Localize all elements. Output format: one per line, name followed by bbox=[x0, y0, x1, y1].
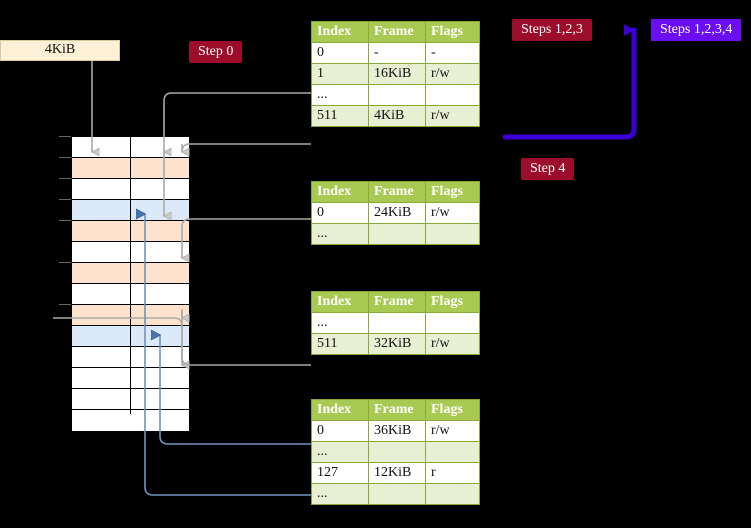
column-header-flags: Flags bbox=[425, 291, 480, 313]
memory-tick bbox=[59, 136, 71, 137]
steps123-badge: Steps 1,2,3 bbox=[512, 19, 592, 41]
table-row: ... bbox=[311, 84, 480, 106]
table-cell: 511 bbox=[311, 333, 369, 355]
table-cell: 0 bbox=[311, 420, 369, 442]
column-header-index: Index bbox=[311, 21, 369, 43]
table-cell: ... bbox=[311, 84, 369, 106]
memory-tick bbox=[59, 199, 71, 200]
step4-badge: Step 4 bbox=[521, 158, 575, 180]
memory-tick bbox=[59, 262, 71, 263]
physical-memory-block bbox=[71, 136, 190, 431]
table-row: 0-- bbox=[311, 42, 480, 64]
table-cell: 12KiB bbox=[368, 462, 426, 484]
table-cell: r/w bbox=[425, 333, 480, 355]
table-cell: 0 bbox=[311, 42, 369, 64]
table-cell bbox=[425, 441, 480, 463]
table-cell: 36KiB bbox=[368, 420, 426, 442]
connector-pd-to-mem-line bbox=[181, 312, 311, 366]
column-header-index: Index bbox=[311, 291, 369, 313]
table-cell bbox=[368, 312, 426, 334]
steps1234-label: Steps 1,2,3,4 bbox=[660, 22, 733, 37]
table-cell: 24KiB bbox=[368, 202, 426, 224]
memory-tick bbox=[59, 157, 71, 158]
table-cell: ... bbox=[311, 441, 369, 463]
memory-tick bbox=[59, 220, 71, 221]
table-row: ... bbox=[311, 441, 480, 463]
table-cell: ... bbox=[311, 312, 369, 334]
memory-tick bbox=[59, 304, 71, 305]
table-cell: 511 bbox=[311, 105, 369, 127]
table-cell: - bbox=[425, 42, 480, 64]
connector-pml4-511-to-mem bbox=[181, 143, 311, 153]
step0-badge: Step 0 bbox=[189, 41, 243, 63]
table-cell bbox=[425, 223, 480, 245]
column-header-frame: Frame bbox=[368, 291, 426, 313]
table-cell: r bbox=[425, 462, 480, 484]
memory-column-divider bbox=[130, 137, 131, 414]
table-cell: r/w bbox=[425, 105, 480, 127]
column-header-frame: Frame bbox=[368, 21, 426, 43]
memory-size-label: 4KiB bbox=[0, 40, 120, 61]
column-header-flags: Flags bbox=[425, 181, 480, 203]
table-cell: ... bbox=[311, 223, 369, 245]
table-cell bbox=[368, 483, 426, 505]
memory-tick bbox=[59, 178, 71, 179]
memory-size-text: 4KiB bbox=[44, 42, 76, 57]
table-cell: 127 bbox=[311, 462, 369, 484]
step0-label: Step 0 bbox=[198, 44, 234, 59]
table-cell: r/w bbox=[425, 63, 480, 85]
table-row: ... bbox=[311, 312, 480, 334]
table-cell bbox=[368, 84, 426, 106]
column-header-flags: Flags bbox=[425, 399, 480, 421]
table-cell bbox=[368, 441, 426, 463]
table-cell bbox=[425, 312, 480, 334]
table-row: ... bbox=[311, 483, 480, 505]
connector-pdp-to-mem bbox=[182, 218, 311, 258]
table-cell bbox=[425, 84, 480, 106]
column-header-index: Index bbox=[311, 181, 369, 203]
table-cell bbox=[368, 223, 426, 245]
column-header-frame: Frame bbox=[368, 181, 426, 203]
step4-label: Step 4 bbox=[530, 161, 566, 176]
table-cell: r/w bbox=[425, 202, 480, 224]
table-cell: ... bbox=[311, 483, 369, 505]
table-cell: 4KiB bbox=[368, 105, 426, 127]
column-header-index: Index bbox=[311, 399, 369, 421]
table-cell: 0 bbox=[311, 202, 369, 224]
connector-steps1234-bracket bbox=[502, 24, 637, 140]
table-cell: 32KiB bbox=[368, 333, 426, 355]
table-cell: 1 bbox=[311, 63, 369, 85]
steps1234-badge: Steps 1,2,3,4 bbox=[651, 19, 742, 41]
steps123-label: Steps 1,2,3 bbox=[521, 22, 583, 37]
table-cell bbox=[425, 483, 480, 505]
table-cell: 16KiB bbox=[368, 63, 426, 85]
table-cell: r/w bbox=[425, 420, 480, 442]
column-header-flags: Flags bbox=[425, 21, 480, 43]
column-header-frame: Frame bbox=[368, 399, 426, 421]
table-cell: - bbox=[368, 42, 426, 64]
table-row: ... bbox=[311, 223, 480, 245]
